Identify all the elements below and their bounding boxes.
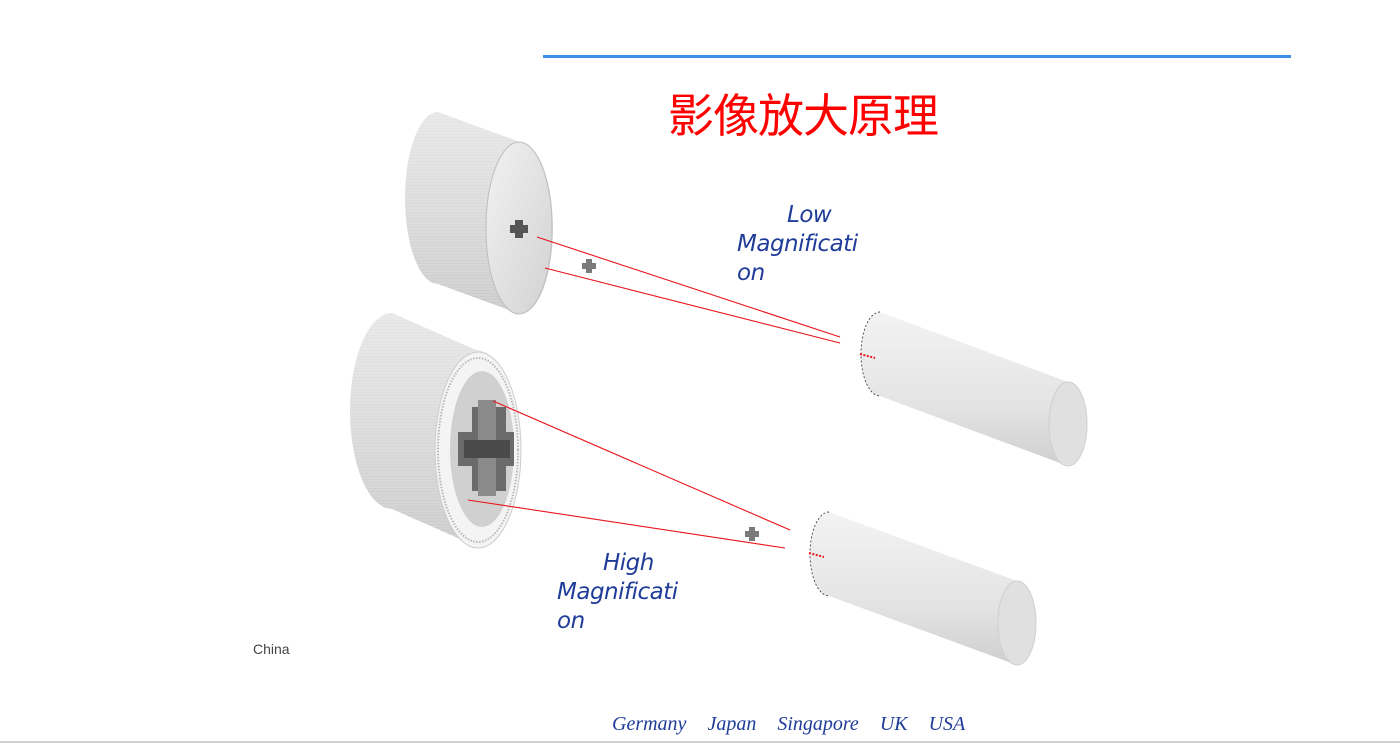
- top-accent-rule: [543, 55, 1291, 58]
- low-mag-object-cross-icon: [510, 220, 528, 238]
- high-magnification-label-line1: High: [603, 550, 654, 576]
- low-mag-rays: [536, 236, 841, 344]
- footer-country-germany: Germany: [612, 713, 687, 735]
- page-title: 影像放大原理: [668, 89, 939, 143]
- high-mag-object-cross-icon: [458, 400, 514, 496]
- high-magnification-label: High Magnification: [557, 549, 691, 636]
- high-mag-rays: [467, 400, 791, 549]
- footer-country-singapore: Singapore: [777, 713, 859, 735]
- footer-country-list: Germany Japan Singapore UK USA: [612, 713, 981, 736]
- low-mag-lens-drum: [405, 112, 553, 315]
- footer-country-china: China: [253, 641, 290, 657]
- high-mag-lens-drum: [350, 313, 522, 549]
- bottom-divider: [0, 741, 1400, 743]
- high-magnification-label-line2: Magnification: [557, 579, 678, 634]
- footer-country-japan: Japan: [707, 713, 757, 735]
- low-mag-intermediate-cross-icon: [582, 259, 596, 273]
- low-magnification-label: Low Magnification: [737, 201, 871, 288]
- footer-country-uk: UK: [879, 713, 908, 735]
- low-mag-tube: [859, 311, 1088, 467]
- low-magnification-label-line2: Magnification: [737, 231, 858, 286]
- high-mag-tube: [808, 511, 1037, 666]
- low-magnification-label-line1: Low: [787, 202, 832, 228]
- footer-country-usa: USA: [928, 713, 966, 735]
- high-mag-intermediate-cross-icon: [745, 527, 759, 541]
